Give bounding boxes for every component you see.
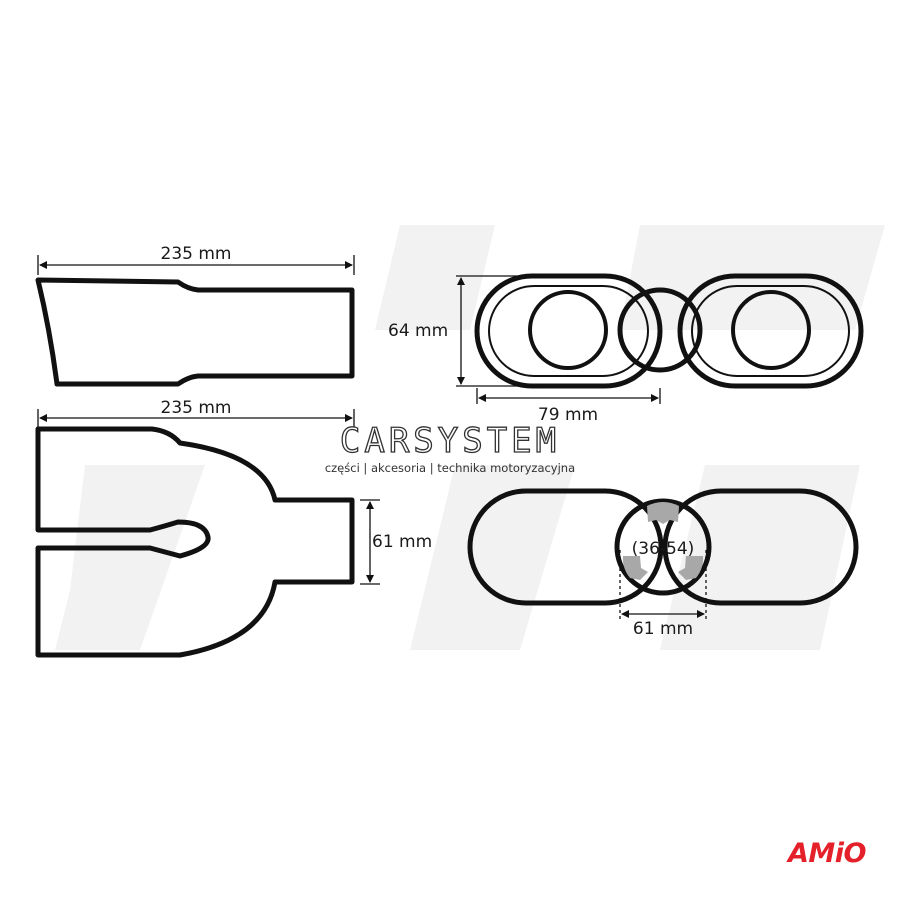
side-length-label: 235 mm (161, 244, 232, 264)
inlet-size-label: 61 mm (372, 532, 432, 552)
carsystem-watermark: CARSYSTEM części | akcesoria | technika … (325, 420, 575, 475)
outlet-height-label: 64 mm (388, 321, 448, 341)
left-outlet-bore (528, 290, 608, 370)
inlet-width-label: 61 mm (633, 619, 693, 639)
watermark-title: CARSYSTEM (340, 421, 560, 461)
top-length-label: 235 mm (161, 398, 232, 418)
clamp-range-label: (36-54) (632, 539, 695, 559)
inlet-view: (36-54) 61 mm (467, 488, 859, 639)
outlet-view: 64 mm 79 mm (388, 273, 864, 425)
side-view-outline (35, 277, 355, 387)
clamp-top (647, 502, 679, 524)
top-view: 235 mm 61 mm (35, 398, 432, 658)
clamp-left (622, 556, 648, 580)
top-view-outline (35, 426, 355, 658)
clamp-right (678, 556, 704, 580)
outlet-width-label: 79 mm (538, 405, 598, 425)
inlet-circle (614, 498, 712, 596)
watermark-subtitle: części | akcesoria | technika motoryzacy… (325, 461, 575, 475)
side-view: 235 mm (35, 244, 355, 387)
right-outlet-bore (731, 290, 811, 370)
amio-logo: AMiO (786, 838, 866, 869)
